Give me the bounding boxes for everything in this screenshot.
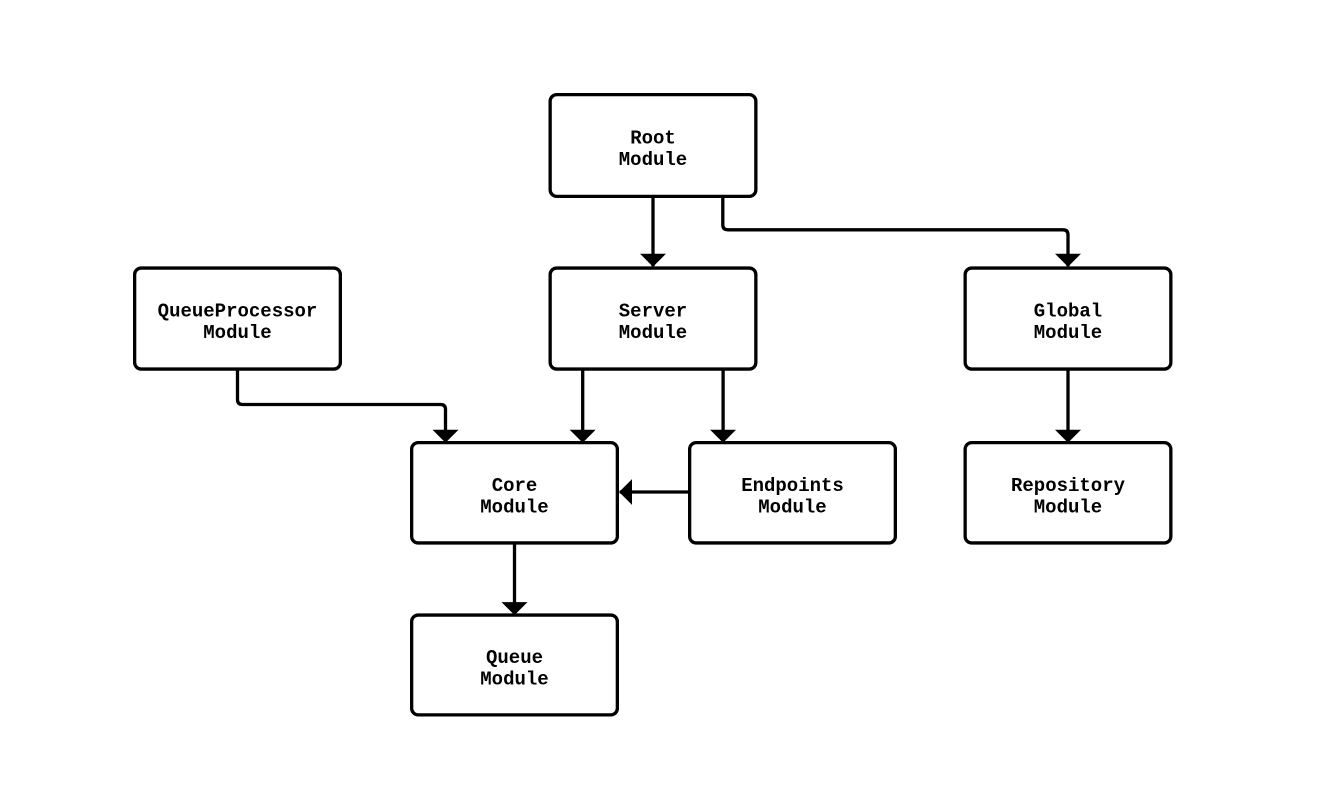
svg-text:Core: Core	[492, 475, 538, 497]
svg-text:Module: Module	[1034, 322, 1102, 344]
svg-text:QueueProcessor: QueueProcessor	[158, 301, 318, 323]
svg-text:Global: Global	[1034, 301, 1102, 323]
svg-text:Module: Module	[758, 496, 826, 518]
svg-text:Module: Module	[480, 669, 548, 691]
svg-text:Module: Module	[619, 149, 687, 171]
svg-text:Server: Server	[619, 301, 687, 323]
svg-text:Module: Module	[1034, 496, 1102, 518]
svg-text:Repository: Repository	[1011, 475, 1126, 497]
svg-text:Root: Root	[630, 128, 676, 150]
svg-text:Module: Module	[480, 496, 548, 518]
svg-text:Module: Module	[619, 322, 687, 344]
svg-text:Endpoints: Endpoints	[741, 475, 844, 497]
svg-text:Module: Module	[203, 322, 271, 344]
svg-text:Queue: Queue	[486, 647, 543, 669]
